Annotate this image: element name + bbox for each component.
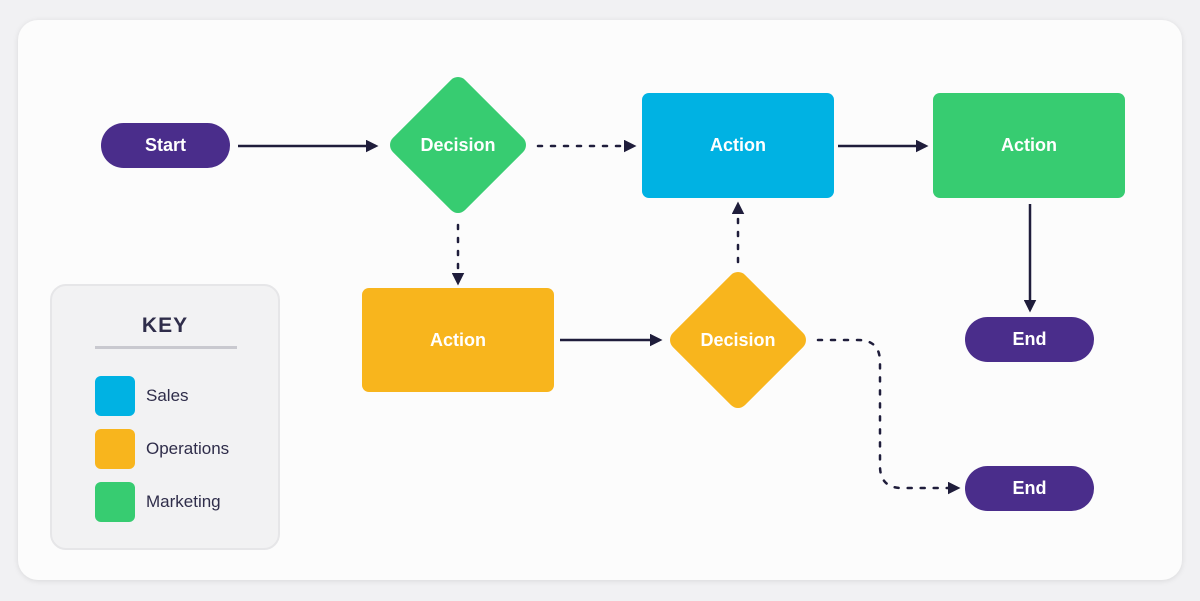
decision-label: Decision xyxy=(420,134,496,155)
end-node-bottom: End xyxy=(965,466,1094,511)
legend-item-operations: Operations xyxy=(95,429,229,469)
legend-label: Marketing xyxy=(146,492,221,511)
legend-label: Operations xyxy=(146,439,230,458)
end-node-top: End xyxy=(965,317,1094,362)
action-node-marketing: Action xyxy=(933,93,1125,198)
legend-item-marketing: Marketing xyxy=(95,482,221,522)
start-node: Start xyxy=(101,123,230,168)
legend-label: Sales xyxy=(146,386,189,405)
marketing-swatch xyxy=(95,482,135,522)
decision-label: Decision xyxy=(700,329,776,350)
decision-node-operations: Decision xyxy=(665,267,811,413)
legend-item-sales: Sales xyxy=(95,376,189,416)
decision-node-marketing: Decision xyxy=(385,72,531,218)
legend-key: KEY Sales Operations Marketing xyxy=(50,284,280,550)
legend-title: KEY xyxy=(141,314,189,337)
sales-swatch xyxy=(95,376,135,416)
action-node-sales: Action xyxy=(642,93,834,198)
action-node-operations: Action xyxy=(362,288,554,392)
legend-divider xyxy=(95,346,237,349)
operations-swatch xyxy=(95,429,135,469)
